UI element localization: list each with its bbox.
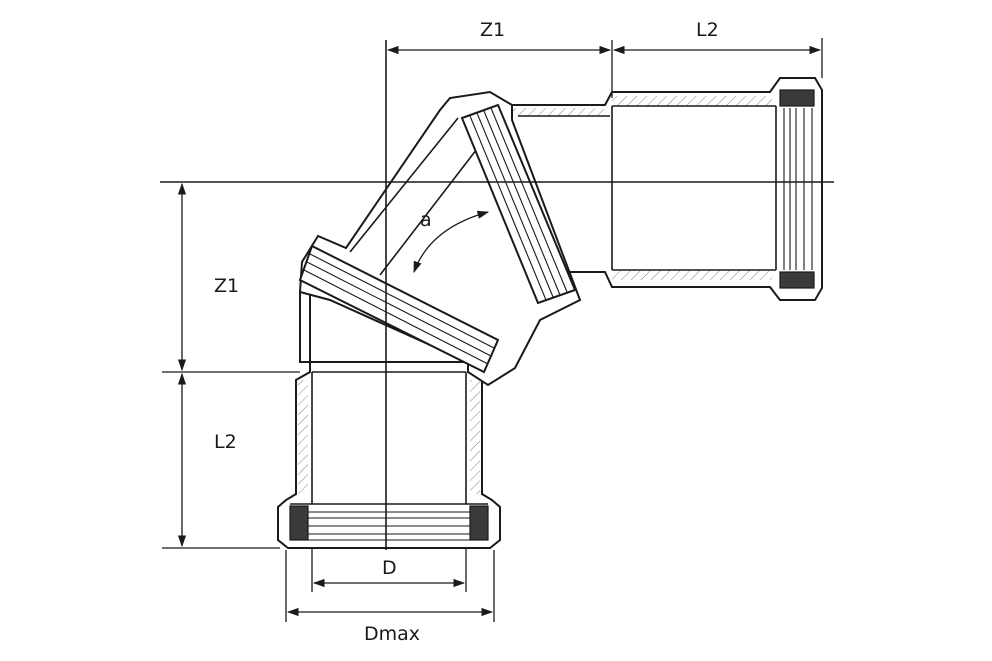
dmax-label: Dmax xyxy=(364,623,420,645)
upper-band-line-4 xyxy=(490,107,568,293)
vwall-hatch-right xyxy=(470,380,480,494)
horizontal-pipe-outer xyxy=(511,77,823,301)
v-seal-left xyxy=(289,505,309,541)
seal-ring-bottom xyxy=(779,271,815,289)
d-label: D xyxy=(382,557,397,579)
upper-socket-band xyxy=(460,103,577,305)
v-seal-right xyxy=(469,505,489,541)
bottom-dimensions: D Dmax xyxy=(285,548,495,645)
z1-left-label: Z1 xyxy=(214,275,239,297)
top-dimensions: Z1 L2 xyxy=(386,19,823,98)
l2-left-label: L2 xyxy=(214,431,237,453)
lower-band-line-1 xyxy=(309,253,495,349)
wall-hatch-top-narrow xyxy=(512,108,604,116)
left-dimensions: Z1 L2 xyxy=(162,182,300,549)
lower-band-line-3 xyxy=(303,269,489,365)
upper-band-line-3 xyxy=(483,110,561,296)
upper-band-outline xyxy=(460,103,577,305)
vwall-hatch-left xyxy=(298,380,308,494)
joint-bore-lower xyxy=(379,144,481,276)
joint-bore-upper xyxy=(349,117,459,253)
upper-band-line-2 xyxy=(476,112,554,298)
wall-hatch-top xyxy=(612,96,772,106)
angle-label: a xyxy=(420,209,432,231)
horizontal-branch xyxy=(511,77,823,301)
z1-top-label: Z1 xyxy=(480,19,505,41)
upper-band-line-1 xyxy=(469,115,547,301)
lower-band-line-2 xyxy=(306,261,492,357)
wall-hatch-bottom xyxy=(612,270,772,280)
lower-socket-band xyxy=(298,244,500,374)
seal-ring-top xyxy=(779,89,815,107)
l2-top-label: L2 xyxy=(696,19,719,41)
angle-arc xyxy=(413,210,490,274)
